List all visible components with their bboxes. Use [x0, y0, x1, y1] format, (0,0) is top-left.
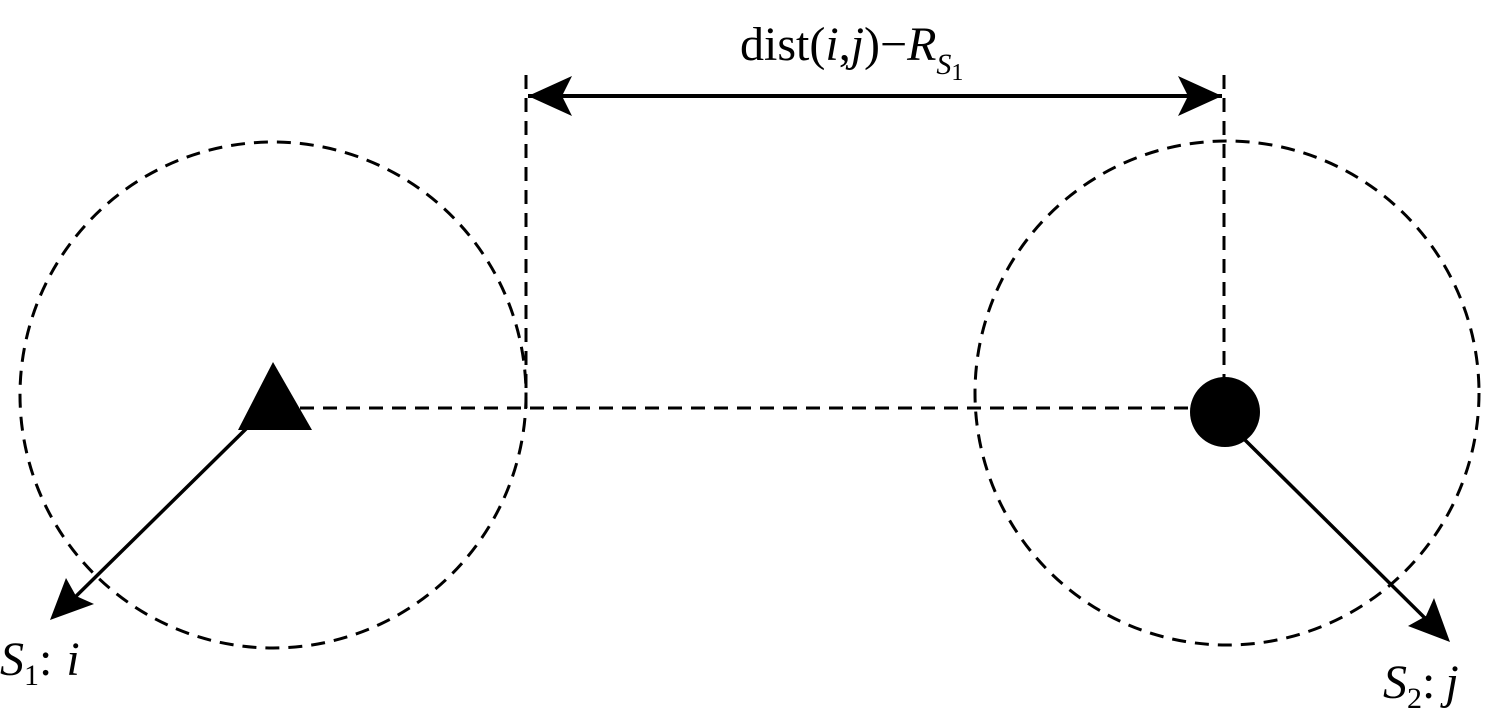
direction-arrowhead-s2 [1408, 598, 1450, 642]
distance-label-close: )− [864, 18, 907, 71]
distance-label-sub-s: S [936, 48, 951, 81]
distance-arrowhead-left [528, 76, 572, 116]
distance-label-comma: , [839, 18, 851, 71]
label-s2-s: S [1383, 656, 1407, 709]
distance-label-sub-1: 1 [951, 60, 963, 86]
distance-label: dist(i,j)−RS1 [740, 18, 963, 86]
direction-arrow-s1 [60, 423, 252, 612]
direction-arrow-s2 [1243, 438, 1439, 632]
label-s2-sub: 2 [1407, 682, 1422, 715]
distance-arrowhead-right [1178, 76, 1222, 116]
direction-arrowhead-s1 [50, 578, 94, 620]
distance-label-main: dist( [740, 18, 825, 71]
range-circle-s1 [18, 140, 528, 650]
label-s1-colon: : [39, 633, 52, 686]
label-s1-sub: 1 [24, 659, 39, 692]
label-s1-s: S [0, 633, 24, 686]
label-s1-var: i [66, 633, 79, 686]
circle-icon [1190, 377, 1260, 447]
label-s2: S2:j [1383, 656, 1459, 715]
distance-label-r: R [906, 18, 936, 71]
range-circle-s2 [973, 139, 1481, 647]
label-s1: S1: i [0, 633, 80, 692]
label-s2-colon: : [1422, 656, 1435, 709]
distance-label-i: i [825, 18, 838, 71]
label-s2-var: j [1439, 656, 1458, 709]
triangle-icon [238, 362, 312, 430]
